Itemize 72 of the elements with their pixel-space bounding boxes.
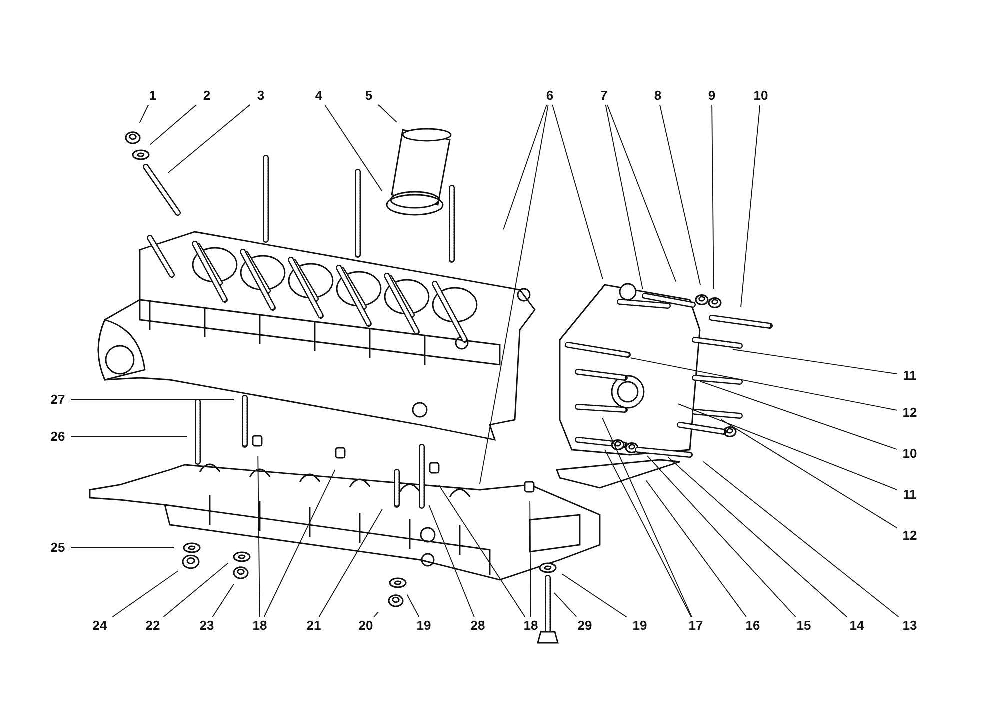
leader-line	[406, 594, 420, 618]
callout-number: 10	[748, 87, 774, 105]
leader-line	[660, 104, 702, 286]
callout-number: 4	[306, 87, 332, 105]
callout-number: 8	[645, 87, 671, 105]
leader-line	[646, 480, 747, 618]
callout-number: 15	[791, 617, 817, 635]
leader-line	[318, 509, 383, 618]
callout-number: 1	[140, 87, 166, 105]
callout-number: 11	[897, 367, 923, 385]
leader-line	[258, 456, 260, 618]
leader-line	[740, 104, 761, 308]
callout-number: 28	[465, 617, 491, 635]
callout-number: 27	[45, 391, 71, 409]
leader-line	[668, 456, 848, 618]
callout-number: 20	[353, 617, 379, 635]
leader-line	[374, 612, 380, 618]
leader-line	[168, 104, 251, 174]
leader-line	[212, 584, 234, 618]
leader-line	[438, 484, 526, 618]
leader-line	[552, 104, 604, 280]
leader-line	[712, 104, 714, 290]
leader-line	[480, 104, 549, 485]
callout-number: 3	[248, 87, 274, 105]
leader-line	[428, 504, 475, 618]
callout-number: 7	[591, 87, 617, 105]
callout-number: 26	[45, 428, 71, 446]
callout-number: 12	[897, 527, 923, 545]
leader-line	[503, 104, 548, 230]
leader-line	[678, 404, 898, 490]
leader-line	[112, 570, 178, 618]
leader-line	[554, 592, 578, 618]
leader-line	[732, 349, 898, 375]
leader-line	[324, 104, 382, 192]
callout-number: 13	[897, 617, 923, 635]
callout-number: 12	[897, 404, 923, 422]
leader-line	[139, 104, 150, 124]
callout-number: 19	[411, 617, 437, 635]
leader-line	[604, 449, 692, 618]
callout-number: 18	[518, 617, 544, 635]
callout-number: 24	[87, 617, 113, 635]
leader-line	[530, 500, 532, 618]
leader-line	[150, 104, 197, 146]
callout-number: 2	[194, 87, 220, 105]
callout-number: 21	[301, 617, 327, 635]
callout-number: 9	[699, 87, 725, 105]
leader-line	[602, 418, 692, 618]
callout-number: 16	[740, 617, 766, 635]
callout-number: 11	[897, 486, 923, 504]
callout-number: 5	[356, 87, 382, 105]
leader-line	[163, 562, 229, 618]
callout-number: 25	[45, 539, 71, 557]
leader-line	[378, 104, 398, 123]
leader-line	[605, 104, 644, 290]
callout-number: 17	[683, 617, 709, 635]
leader-line	[720, 419, 898, 528]
leader-line	[70, 436, 188, 438]
callout-number: 10	[897, 445, 923, 463]
leader-line	[264, 469, 336, 618]
leader-line	[607, 104, 676, 282]
leader-line	[703, 461, 900, 618]
leader-line	[562, 574, 628, 618]
leader-line	[630, 358, 898, 411]
leader-line	[647, 456, 796, 618]
callout-number: 29	[572, 617, 598, 635]
callout-number: 19	[627, 617, 653, 635]
callout-number: 18	[247, 617, 273, 635]
leader-line	[700, 381, 898, 450]
callout-number: 22	[140, 617, 166, 635]
callout-number: 23	[194, 617, 220, 635]
callout-number: 14	[844, 617, 870, 635]
callout-number: 6	[537, 87, 563, 105]
